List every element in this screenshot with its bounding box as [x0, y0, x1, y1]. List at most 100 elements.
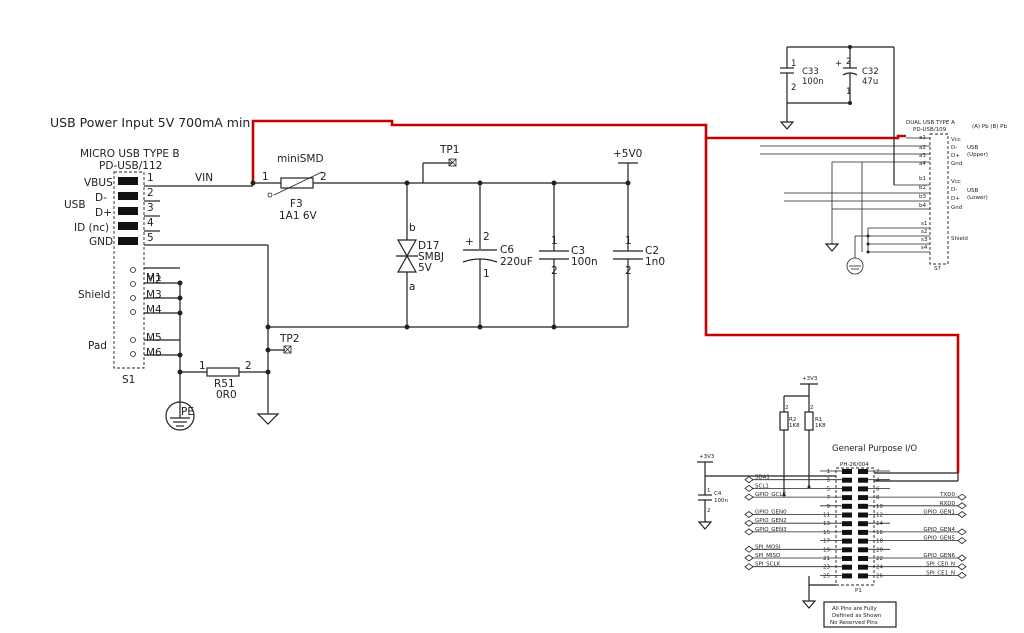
- gpio-net-right: GPIO_GEN1: [923, 510, 955, 516]
- shield-m2: M2: [146, 274, 162, 286]
- gpio-pin-odd: 15: [823, 530, 830, 536]
- gpio-pad-right: [858, 573, 868, 579]
- pin-name-dp: D+: [95, 207, 112, 219]
- fuse-f3: miniSMD 1 2 F3 1A1 6V: [253, 153, 628, 222]
- gpio-net-left: GPIO_GEN3: [755, 527, 787, 533]
- gpio-pad-left: [842, 503, 852, 509]
- gpio-pin-even: 4: [876, 478, 880, 484]
- c3-value: 100n: [571, 256, 598, 268]
- gpio-pad-left: [842, 521, 852, 527]
- usba-gnd-l: Gnd: [951, 205, 962, 211]
- rail-5v0: +5V0: [613, 148, 642, 183]
- gpio-part: PH-26/004: [840, 462, 869, 468]
- usba-title: DUAL USB TYPE A: [906, 120, 955, 126]
- usb-b-part: PD-USB/112: [99, 160, 162, 172]
- c33-pin-bottom: 2: [791, 83, 796, 93]
- gpio-pad-right: [858, 547, 868, 553]
- gpio-pad-right: [858, 486, 868, 492]
- gpio-pin-odd: 25: [823, 573, 830, 579]
- gpio-pad-left: [842, 573, 852, 579]
- pin-num-4: 4: [147, 217, 154, 229]
- tvs-ref: D17: [418, 240, 439, 252]
- r1-value: 1K8: [815, 423, 826, 429]
- usb-b-title: MICRO USB TYPE B: [80, 148, 180, 160]
- gpio-pad-right: [858, 521, 868, 527]
- gpio-pad-left: [842, 538, 852, 544]
- pin-pad-4: [118, 222, 138, 230]
- gpio-pin-odd: 5: [827, 486, 831, 492]
- gpio-net-right: GPIO_GEN4: [923, 527, 955, 533]
- gpio-pad-left: [842, 469, 852, 474]
- gpio-pad-right: [858, 503, 868, 509]
- c2-pin-top: 1: [625, 235, 632, 247]
- gpio-net-left: GPIO_GEN0: [755, 510, 787, 516]
- r1-pin: 2: [810, 405, 814, 411]
- decoupling-c33-c32: 1 2 C33 100n + 2 1 C32 47u: [779, 45, 895, 185]
- r51-pin1: 1: [199, 360, 206, 372]
- usba-lower-2: (Lower): [967, 195, 988, 201]
- vin-label: VIN: [195, 172, 213, 184]
- gpio-pad-left: [842, 486, 852, 492]
- c6-ref: C6: [500, 244, 514, 256]
- c33-value: 100n: [802, 77, 824, 87]
- gpio-pad-left: [842, 564, 852, 570]
- connector-outline: [113, 171, 145, 369]
- pin-pad-5: [118, 237, 138, 245]
- tvs-pin-a: a: [409, 281, 415, 293]
- pin-num-5: 5: [147, 232, 154, 244]
- c4-value: 100n: [714, 498, 728, 504]
- c6-pin-bottom: 1: [483, 268, 490, 280]
- gpio-pin-odd: 11: [823, 513, 830, 519]
- fuse-pin2: 2: [320, 171, 327, 183]
- c32-pin-bottom: 1: [846, 87, 851, 97]
- gpio-net-right: SPI_CE1_N: [926, 570, 955, 576]
- gpio-pin-even: 12: [876, 513, 883, 519]
- gpio-pin-even: 2: [876, 469, 880, 475]
- test-point-tp1: TP1: [404, 144, 459, 186]
- gpio-header: General Purpose I/O PH-26/004 P1 +3V3 2 …: [697, 376, 967, 628]
- tvs-part: SMBJ: [418, 251, 444, 263]
- gpio-pin-odd: 3: [827, 478, 831, 484]
- pin-name-dm: D-: [95, 192, 107, 204]
- gpio-pad-left: [842, 495, 852, 501]
- gpio-net-left: SPI_SCLK: [755, 562, 781, 568]
- c32-ref: C32: [862, 67, 879, 77]
- gpio-pin-odd: 1: [827, 469, 831, 475]
- red-power-trace: [251, 119, 906, 183]
- gpio-pad-right: [858, 495, 868, 501]
- gpio-rail-left: +3V3: [699, 454, 715, 460]
- pin-pad-1: [118, 177, 138, 185]
- gpio-pin-even: 14: [876, 521, 883, 527]
- usba-dm-l: D-: [951, 187, 957, 193]
- gpio-pin-odd: 17: [823, 539, 830, 545]
- usba-s1: s1: [921, 221, 927, 227]
- gpio-pin-even: 8: [876, 495, 880, 501]
- usba-upper-1: USB: [967, 145, 979, 151]
- gpio-pad-left: [842, 512, 852, 518]
- power-input-title: USB Power Input 5V 700mA min: [50, 115, 250, 130]
- c33-pin-top: 1: [791, 59, 796, 69]
- usba-s4: s4: [921, 245, 928, 251]
- gpio-pad-right: [858, 529, 868, 535]
- c3-pin-bottom: 2: [551, 265, 558, 277]
- usba-note: (A) Pb (B) Pb: [972, 124, 1007, 130]
- gpio-pad-left: [842, 477, 852, 483]
- gpio-title: General Purpose I/O: [832, 444, 917, 454]
- rail-5v0-label: +5V0: [613, 148, 642, 160]
- gpio-pin-even: 24: [876, 565, 883, 571]
- gpio-net-right: GPIO_GEN5: [923, 536, 955, 542]
- gpio-pin-odd: 23: [823, 565, 830, 571]
- c4-ref: C4: [714, 491, 722, 497]
- gpio-pad-right: [858, 556, 868, 561]
- r51-pin2: 2: [245, 360, 252, 372]
- r51-ref: R51: [214, 378, 235, 390]
- tp1-label: TP1: [439, 144, 459, 156]
- pad-m6: M6: [146, 347, 162, 359]
- gpio-pad-right: [858, 564, 868, 570]
- pin-name-vbus: VBUS: [84, 177, 113, 189]
- gpio-pin-even: 26: [876, 573, 883, 579]
- gpio-pin-odd: 7: [827, 495, 831, 501]
- gpio-pin-odd: 21: [823, 556, 830, 562]
- fuse-type: miniSMD: [277, 153, 324, 165]
